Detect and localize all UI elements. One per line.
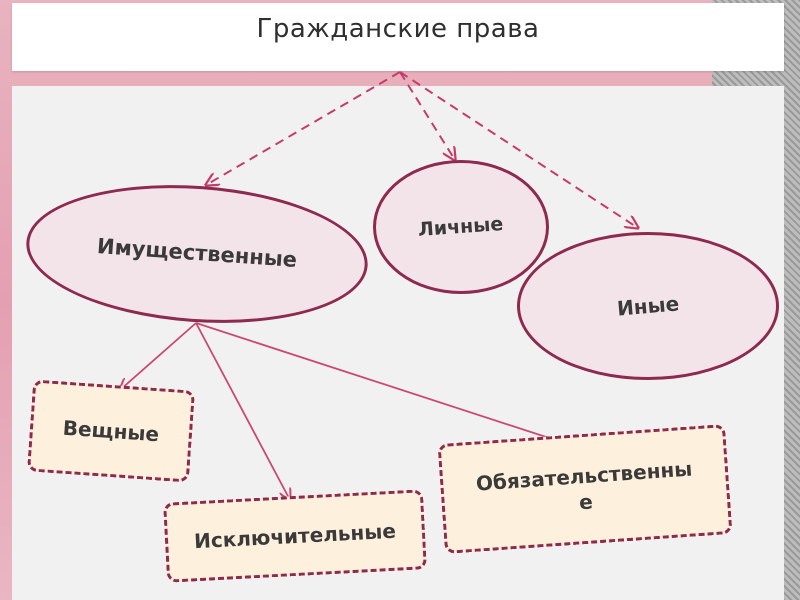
node-exclusive-label: Исключительные <box>193 518 397 554</box>
node-personal: Личные <box>373 160 549 294</box>
node-obligatory-label: Обязательственные <box>475 456 694 515</box>
node-other-label: Иные <box>615 291 681 321</box>
node-obligatory: Обязательственные <box>437 424 733 554</box>
node-personal-label: Личные <box>417 212 505 241</box>
node-property-label: Имущественные <box>96 234 298 273</box>
node-exclusive: Исключительные <box>163 489 427 583</box>
node-real-label: Вещные <box>62 415 160 447</box>
arrow-property-to-obligatory <box>195 322 580 448</box>
arrow-title-to-personal <box>399 71 455 160</box>
node-other: Иные <box>517 232 779 380</box>
arrow-property-to-real <box>120 322 197 390</box>
node-real: Вещные <box>26 379 196 483</box>
arrow-title-to-property <box>206 71 401 185</box>
page-title: Гражданские права <box>256 14 540 44</box>
arrow-property-to-exclusive <box>195 322 290 500</box>
arrow-title-to-other <box>399 71 638 228</box>
title-bar: Гражданские права <box>12 3 784 71</box>
